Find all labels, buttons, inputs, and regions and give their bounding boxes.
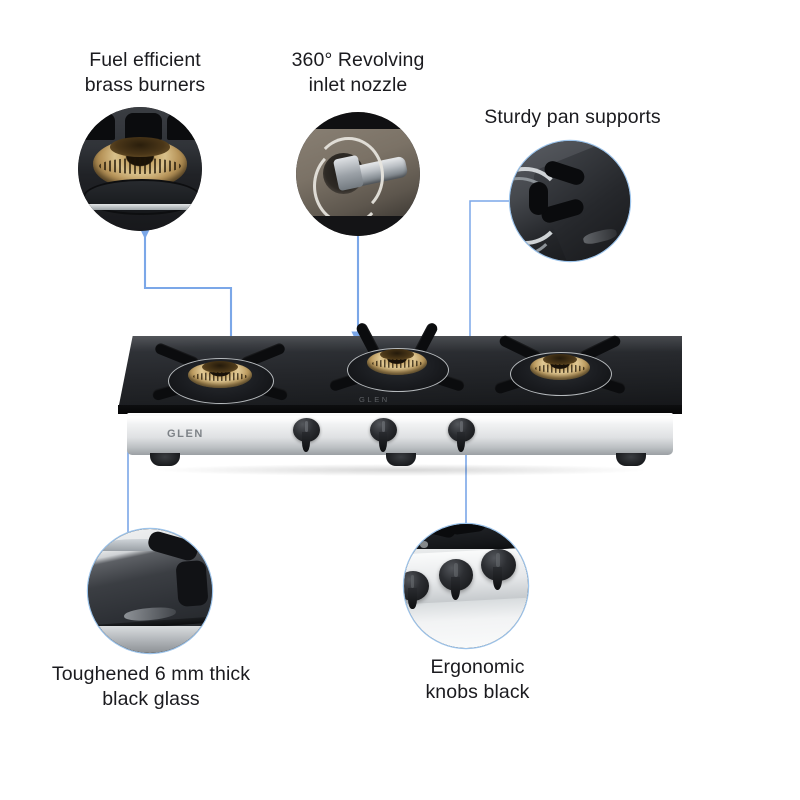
burner-middle xyxy=(323,321,471,400)
control-knob-middle[interactable] xyxy=(370,418,397,453)
stove-foot xyxy=(150,453,180,466)
control-knob-right[interactable] xyxy=(448,418,475,453)
pan-support-photo xyxy=(510,141,630,261)
black-knobs-photo xyxy=(404,524,528,648)
detail-image-brass-burner xyxy=(78,107,202,231)
knob-closeup-left xyxy=(404,571,429,610)
rotation-arrow-icon xyxy=(313,146,384,225)
control-knob-left[interactable] xyxy=(293,418,320,453)
stainless-steel-body: GLEN xyxy=(127,413,673,455)
callout-label-pan-supports: Sturdy pan supports xyxy=(484,106,661,128)
stove-foot xyxy=(616,453,646,466)
connector-pan-supports xyxy=(469,200,512,340)
inlet-nozzle-photo xyxy=(296,112,420,236)
callout-label-brass-burners: Fuel efficient brass burners xyxy=(84,49,206,96)
callout-label-black-glass: Toughened 6 mm thick black glass xyxy=(51,663,251,710)
knob-closeup-middle xyxy=(438,558,474,600)
knob-closeup-right xyxy=(480,548,516,591)
product-photo-gas-stove: GLEN GLEN xyxy=(118,321,682,480)
callout-label-ergonomic-knobs: Ergonomic knobs black xyxy=(425,656,530,703)
detail-image-ergonomic-knobs xyxy=(404,524,528,648)
burner-right xyxy=(486,333,634,403)
burner-left xyxy=(146,341,294,408)
glass-front-edge xyxy=(118,405,682,414)
detail-image-black-glass xyxy=(88,529,212,653)
callout-label-inlet-nozzle: 360° Revolving inlet nozzle xyxy=(291,49,425,96)
glass-brand-etch: GLEN xyxy=(359,395,390,404)
brand-label: GLEN xyxy=(167,428,204,440)
detail-image-pan-supports xyxy=(510,141,630,261)
black-glass-photo xyxy=(88,529,212,653)
stove-foot xyxy=(386,453,416,466)
brass-burner-photo xyxy=(78,107,202,231)
product-shadow xyxy=(158,464,644,476)
detail-image-inlet-nozzle xyxy=(296,112,420,236)
